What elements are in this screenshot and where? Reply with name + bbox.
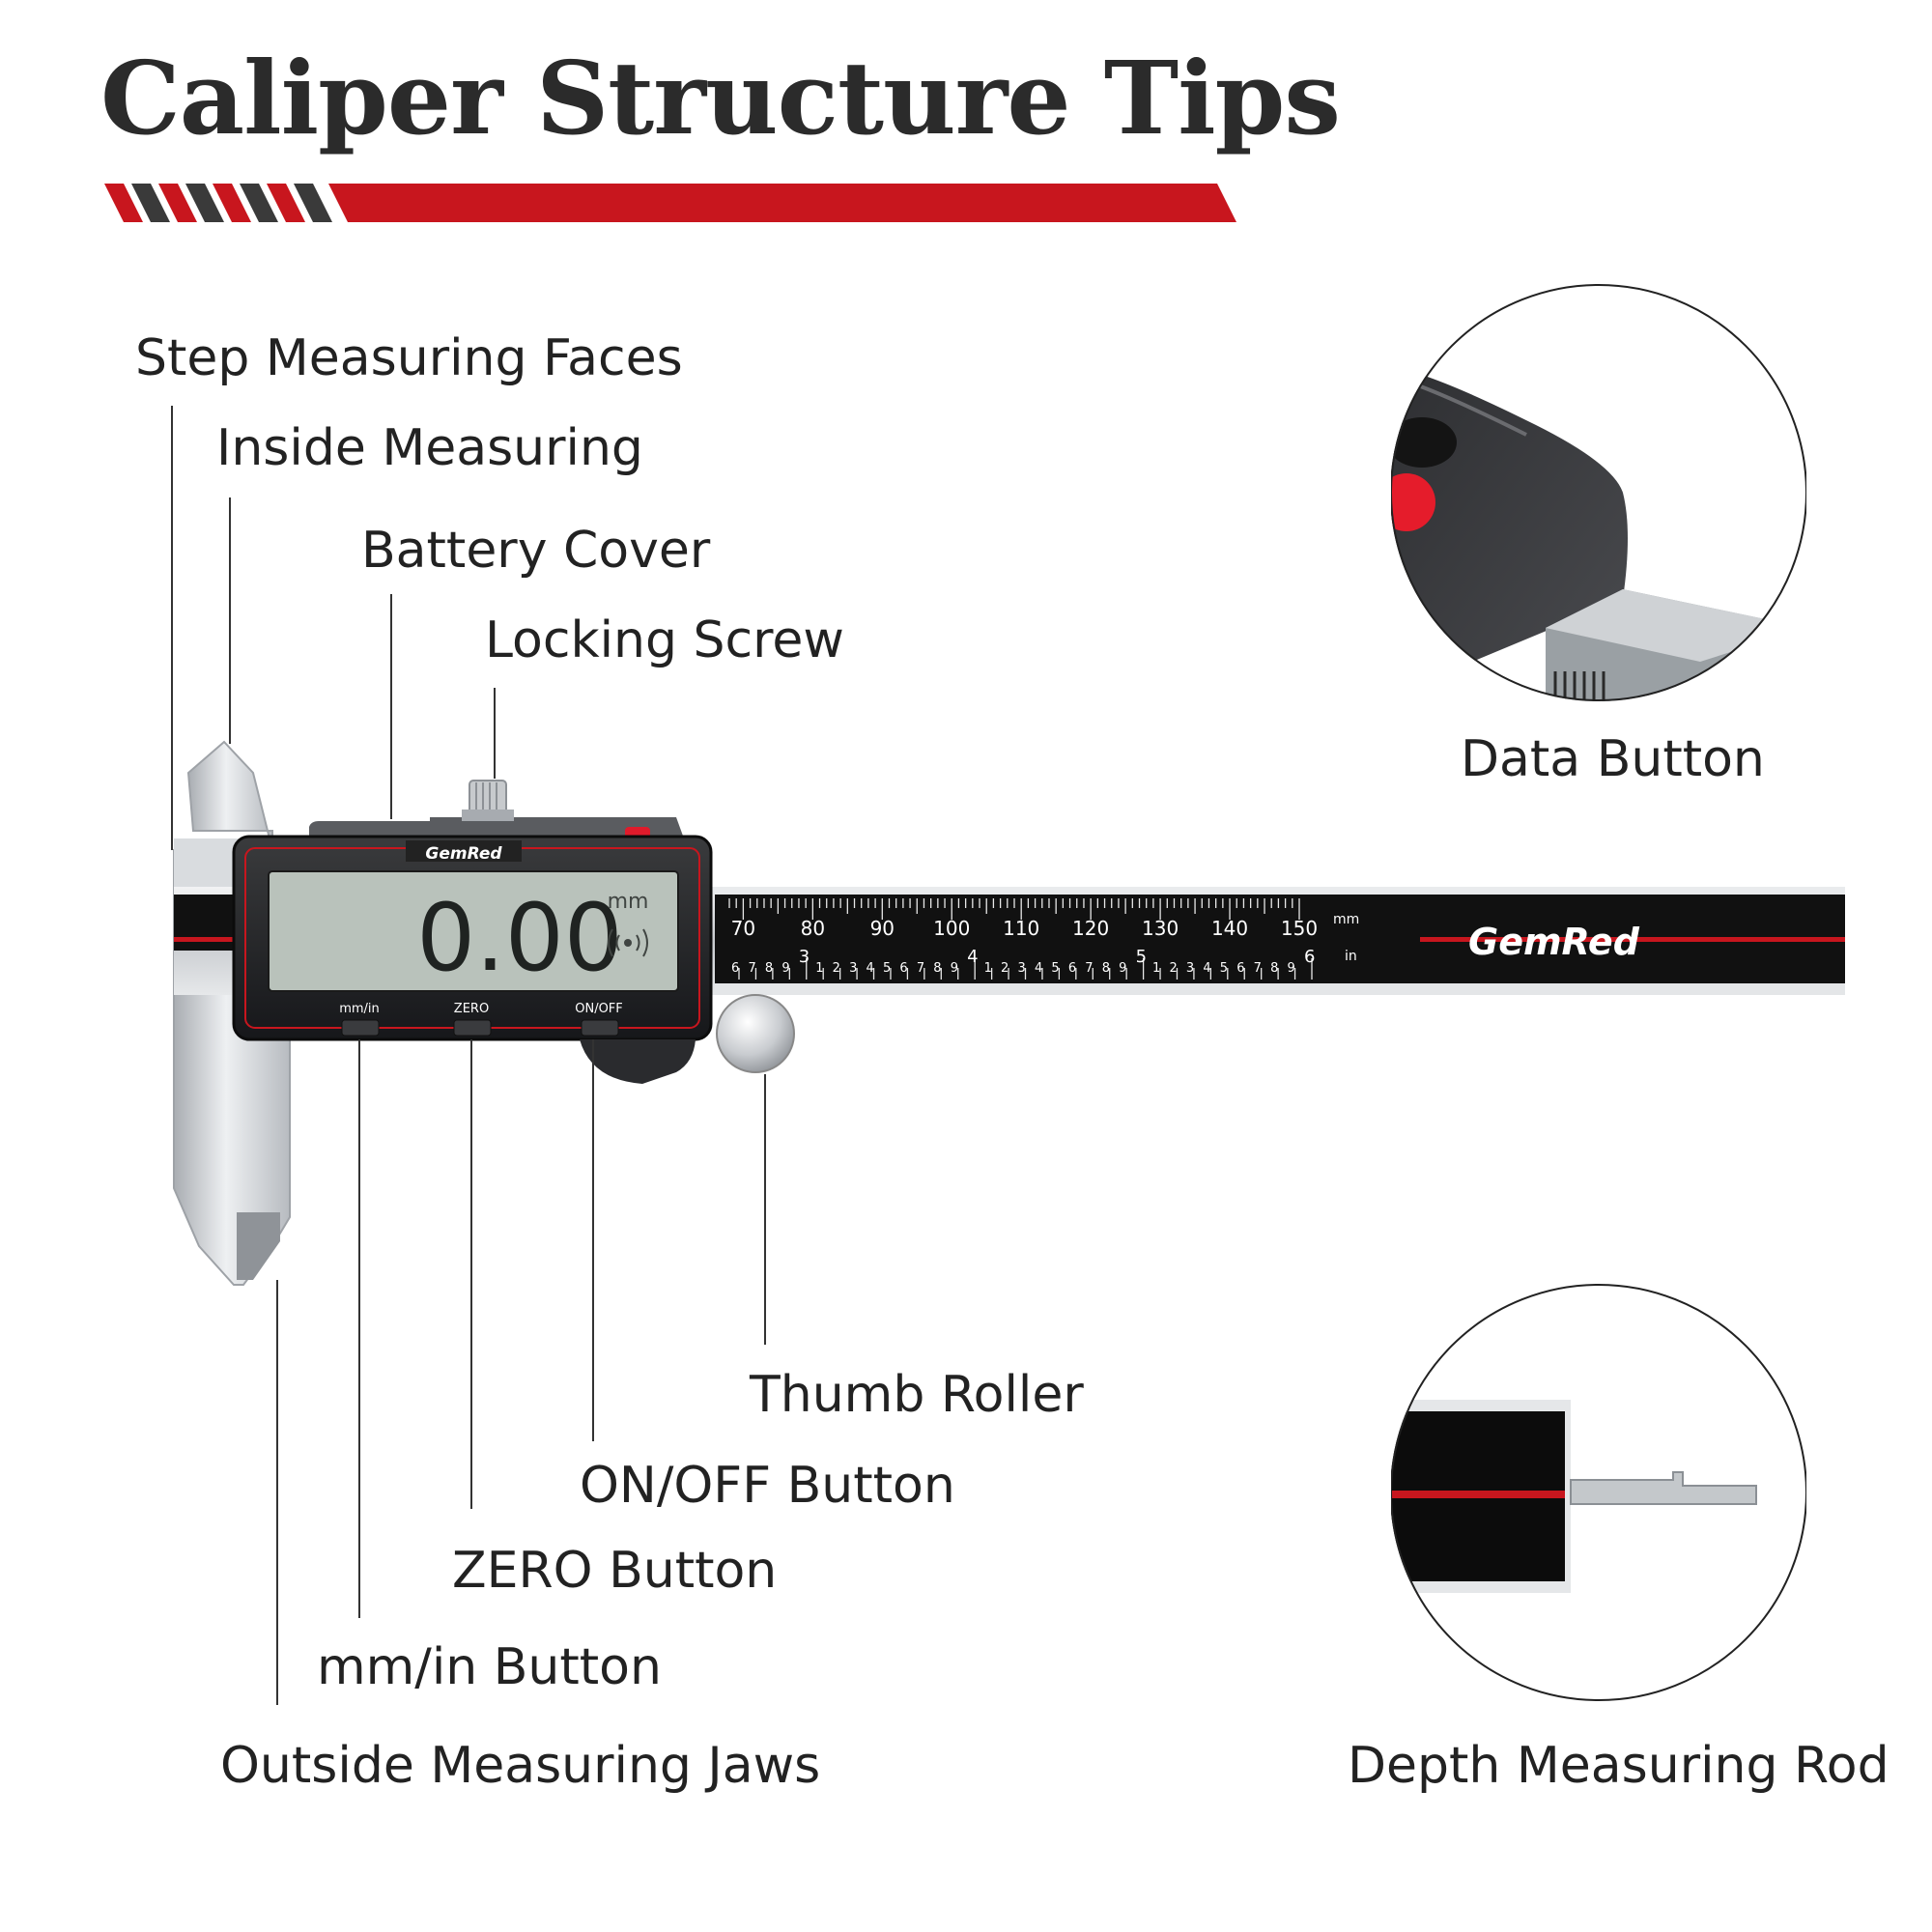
lcd-reading: 0.00	[416, 884, 623, 992]
label-data-button: Data Button	[1461, 730, 1765, 788]
inch-major-label: 3	[799, 947, 810, 967]
data-button-detail	[1391, 284, 1806, 701]
mm-scale-label: 150	[1281, 917, 1318, 940]
locking-screw[interactable]	[462, 780, 514, 821]
label-locking-screw: Locking Screw	[485, 611, 844, 669]
inch-minor-label: 3	[849, 961, 857, 976]
mm-scale-label: 140	[1211, 917, 1248, 940]
mm-scale-labels: 70 80 90 100 110 120 130 140 150	[731, 917, 1318, 940]
inch-minor-label: 2	[1001, 961, 1009, 976]
mm-scale-label: 100	[933, 917, 970, 940]
inch-minor-label: 6	[1068, 961, 1076, 976]
inch-minor-label: 9	[951, 961, 958, 976]
page-title: Caliper Structure Tips	[100, 39, 1341, 157]
inch-minor-label: 6	[1236, 961, 1244, 976]
inch-minor-label: 7	[1254, 961, 1262, 976]
inch-minor-label: 5	[1220, 961, 1228, 976]
mm-scale-label: 110	[1003, 917, 1039, 940]
mm-scale-label: 130	[1142, 917, 1179, 940]
inch-minor-label: 8	[933, 961, 941, 976]
title-red-bar	[328, 184, 1236, 222]
on-off-button[interactable]	[581, 1019, 619, 1037]
inch-minor-label: 1	[815, 961, 823, 976]
inch-minor-label: 1	[984, 961, 992, 976]
inch-minor-label: 2	[833, 961, 840, 976]
inch-minor-label: 8	[1102, 961, 1110, 976]
inch-minor-label: 7	[748, 961, 755, 976]
title-hatch-stripes	[104, 184, 332, 222]
label-battery-cover: Battery Cover	[361, 522, 711, 580]
zero-button[interactable]	[453, 1019, 492, 1037]
label-depth-measuring-rod: Depth Measuring Rod	[1348, 1737, 1889, 1795]
on-off-button-label: ON/OFF	[575, 1002, 623, 1016]
inch-major-label: 5	[1136, 947, 1147, 967]
mm-in-button[interactable]	[341, 1019, 380, 1037]
label-mm-in-button: mm/in Button	[317, 1638, 662, 1696]
mm-scale-label: 120	[1072, 917, 1109, 940]
in-unit: in	[1345, 949, 1357, 964]
inch-minor-label: 4	[867, 961, 874, 976]
inch-major-label: 6	[1304, 947, 1315, 967]
mm-unit: mm	[1333, 912, 1359, 927]
inch-minor-label: 7	[1085, 961, 1093, 976]
inch-minor-label: 8	[765, 961, 773, 976]
inch-minor-label: 5	[1051, 961, 1059, 976]
inch-minor-label: 9	[1288, 961, 1295, 976]
depth-rod-closeup	[1570, 1471, 1757, 1505]
inch-minor-label: 6	[731, 961, 739, 976]
display-brand-logo: GemRed	[425, 844, 502, 864]
mm-in-button-label: mm/in	[339, 1002, 380, 1016]
inch-minor-label: 4	[1203, 961, 1210, 976]
inch-minor-label: 3	[1018, 961, 1026, 976]
inch-minor-label: 2	[1169, 961, 1177, 976]
title-underline	[104, 184, 1236, 222]
display-head: GemRed 0.00 mm mm/in ZERO ON/OFF	[232, 780, 713, 1084]
callout-leaders	[171, 406, 766, 1705]
lcd-unit: mm	[608, 890, 649, 914]
thumb-roller	[716, 994, 795, 1073]
label-step-measuring-faces: Step Measuring Faces	[135, 329, 683, 387]
inch-scale-ticks	[738, 958, 1313, 980]
inch-minor-label: 3	[1186, 961, 1194, 976]
inch-minor-label: 6	[899, 961, 907, 976]
wireless-signal-icon	[608, 928, 648, 957]
inch-major-label: 4	[967, 947, 978, 967]
label-outside-measuring-jaws: Outside Measuring Jaws	[220, 1737, 821, 1795]
label-on-off-button: ON/OFF Button	[580, 1457, 955, 1515]
mm-scale-label: 80	[801, 917, 825, 940]
inch-minor-label: 8	[1270, 961, 1278, 976]
inch-minor-label: 5	[883, 961, 891, 976]
zero-button-label: ZERO	[454, 1002, 489, 1016]
mm-scale-label: 90	[870, 917, 895, 940]
label-zero-button: ZERO Button	[452, 1542, 778, 1600]
inch-minor-label: 1	[1152, 961, 1160, 976]
inch-minor-label: 7	[917, 961, 924, 976]
mm-scale-ticks	[728, 898, 1300, 920]
inch-minor-label: 4	[1035, 961, 1042, 976]
label-inside-measuring: Inside Measuring	[216, 419, 643, 477]
mm-scale-label: 70	[731, 917, 755, 940]
beam-brand-logo: GemRed	[1468, 921, 1640, 963]
inch-minor-label: 9	[781, 961, 789, 976]
inch-minor-label: 9	[1119, 961, 1126, 976]
depth-rod-detail	[1391, 1284, 1806, 1701]
label-thumb-roller: Thumb Roller	[750, 1366, 1084, 1424]
